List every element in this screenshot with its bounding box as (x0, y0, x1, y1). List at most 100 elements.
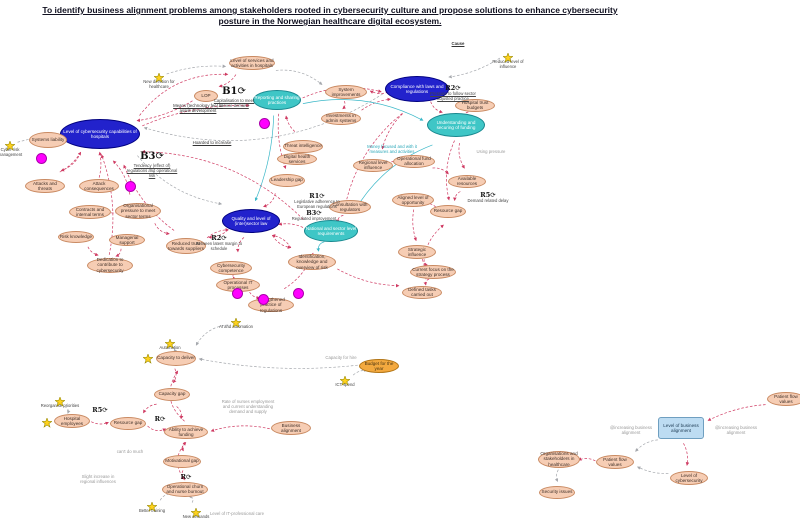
edge-comp-fund (430, 101, 443, 114)
node-budget: Budget for the year (359, 359, 399, 373)
edge-trust-hub (123, 164, 175, 231)
star-icon-s5 (164, 336, 176, 349)
edge-busal-fundab (210, 425, 270, 432)
node-contr: Contracts and internal terms (69, 205, 111, 219)
annotation-g6: Rate of nurses employment and current un… (221, 399, 275, 415)
node-avres: Available resources (448, 174, 486, 188)
star-icon-s2 (502, 50, 514, 63)
node-services: Level of services and activities in hosp… (229, 56, 275, 70)
edge-s8-hemp (64, 406, 71, 414)
annotation-g10: @increasing business alignment (714, 425, 758, 436)
edge-sysimp-invadm (342, 100, 347, 110)
edge-fund-resgap (446, 140, 455, 201)
edge-law-cysc (235, 237, 245, 253)
node-label: Attacks and threats (32, 180, 57, 191)
node-label: Operational churn and nurse burnout (166, 483, 204, 494)
loop-label-R2a: R2 (211, 233, 222, 242)
connector-dot-d5 (257, 293, 269, 305)
edge-align-strat (412, 209, 417, 242)
edge-services-sysimp (275, 69, 323, 85)
node-label: Cybersecurity competence (216, 262, 246, 273)
node-label: Patient flow values (603, 456, 627, 467)
edge-ded-hub (100, 154, 114, 255)
edge-services-lop (218, 74, 237, 88)
node-streng: Strengthened practice of regulations (248, 297, 294, 313)
star-icon-s8 (54, 394, 66, 407)
star-icon-s9 (41, 415, 53, 428)
star-caption-s11: New demands (182, 514, 210, 519)
node-law: Quality and level of (inter)sector law (222, 209, 280, 233)
connector-dot-d2 (124, 180, 136, 192)
node-label: Threat intelligence (284, 143, 322, 149)
edge-rep-lead (277, 113, 287, 169)
node-label: Defined tasks carried out (408, 286, 436, 297)
edge-capgap-resgap2 (143, 403, 157, 414)
node-pfv2: Patient flow values (596, 455, 634, 469)
loop-Rb1: R (143, 415, 177, 423)
edge-orgp-trust (154, 223, 170, 236)
edge-fund-avres (458, 142, 465, 169)
node-label: Budget for the year (364, 360, 394, 371)
node-label: Patient flow values (774, 393, 798, 404)
node-thint: Threat intelligence (283, 139, 323, 153)
node-lead: Leadership gap (269, 173, 305, 187)
loop-arrow-icon (238, 86, 246, 97)
loop-caption-R2b: Pressure to follow sector adjusted pract… (430, 91, 476, 101)
edge-streng-natreq (283, 252, 314, 290)
loop-arrow-icon (319, 193, 324, 200)
annotation-g7: can't do much (116, 449, 144, 454)
star-icon-s7 (339, 373, 351, 386)
edge-rep-law (254, 115, 275, 202)
edge-s11-churn (188, 495, 194, 503)
loop-Rb2: R (169, 473, 203, 481)
node-label: Hospital employees (60, 415, 84, 426)
node-label: Systems liability (31, 137, 65, 143)
node-hemp: Hospital employees (54, 414, 90, 428)
edge-lba-lcs (683, 443, 690, 466)
loop-R5b: R5 (83, 406, 117, 414)
node-orgs: Organisations and stakeholders in health… (538, 450, 580, 468)
node-risk: Risk knowledge (58, 231, 94, 243)
star-caption-s8: Reorganise priorities (40, 403, 80, 408)
loop-caption-B3b: Regulated improvement (291, 216, 337, 221)
connector-dot-d1 (35, 152, 47, 164)
loop-label-B1: B1 (222, 86, 238, 97)
loop-arrow-icon (156, 151, 164, 162)
loop-label-R5a: R5 (480, 190, 491, 199)
node-label: Attack consequences (84, 180, 114, 191)
edge-natreq-hub (141, 149, 304, 220)
annotation-g4: Using pressure (476, 149, 506, 154)
annotation-g11: Level of IT-professional care (210, 511, 264, 516)
star-caption-s7: ICT spend (335, 382, 355, 387)
edge-att-hub (59, 151, 82, 173)
star-caption-s4: AI and automation (219, 324, 253, 329)
edge-orgs-seci (554, 469, 559, 482)
loop-label-R5b: R5 (92, 405, 103, 414)
star-icon-s10 (146, 499, 158, 512)
node-label: Contracts and internal terms (75, 206, 105, 217)
edge-resgap2-fundab (147, 425, 167, 432)
node-pfv1: Patient flow values (767, 392, 800, 406)
node-natreq: National and sector level requirements (304, 220, 358, 242)
edge-hub-rep (142, 103, 250, 127)
star-caption-s1: New direction for healthcare (143, 79, 175, 89)
edge-focus-deftasks (423, 278, 430, 286)
annotation-g12: Capacity for hire (325, 355, 357, 360)
node-opfund: Operational fund allocation (393, 154, 435, 168)
edge-lba-pfv2 (635, 439, 658, 452)
node-label: Capacity to deliver (157, 355, 195, 361)
node-churn: Operational churn and nurse burnout (162, 481, 208, 497)
edge-pfv1-lba (707, 404, 766, 421)
star-caption-s5: Automation (159, 345, 181, 350)
edge-strat-focus (422, 258, 428, 267)
edge-law-trust (208, 229, 229, 239)
node-label: Strategic influence (407, 246, 427, 257)
edge-lcs-pfv2 (637, 466, 669, 474)
loop-caption-R2a: Between latent margin to schedule (195, 241, 243, 251)
node-cons: Attack consequences (79, 179, 119, 193)
node-ded: Dedication to contribute to cybersecurit… (87, 257, 133, 273)
edge-invadm-comp (361, 97, 391, 111)
loop-caption-R5a: Demand related delay (467, 198, 509, 203)
node-label: Aligned level of opportunity (397, 194, 429, 205)
node-label: Resource gap (113, 420, 143, 426)
